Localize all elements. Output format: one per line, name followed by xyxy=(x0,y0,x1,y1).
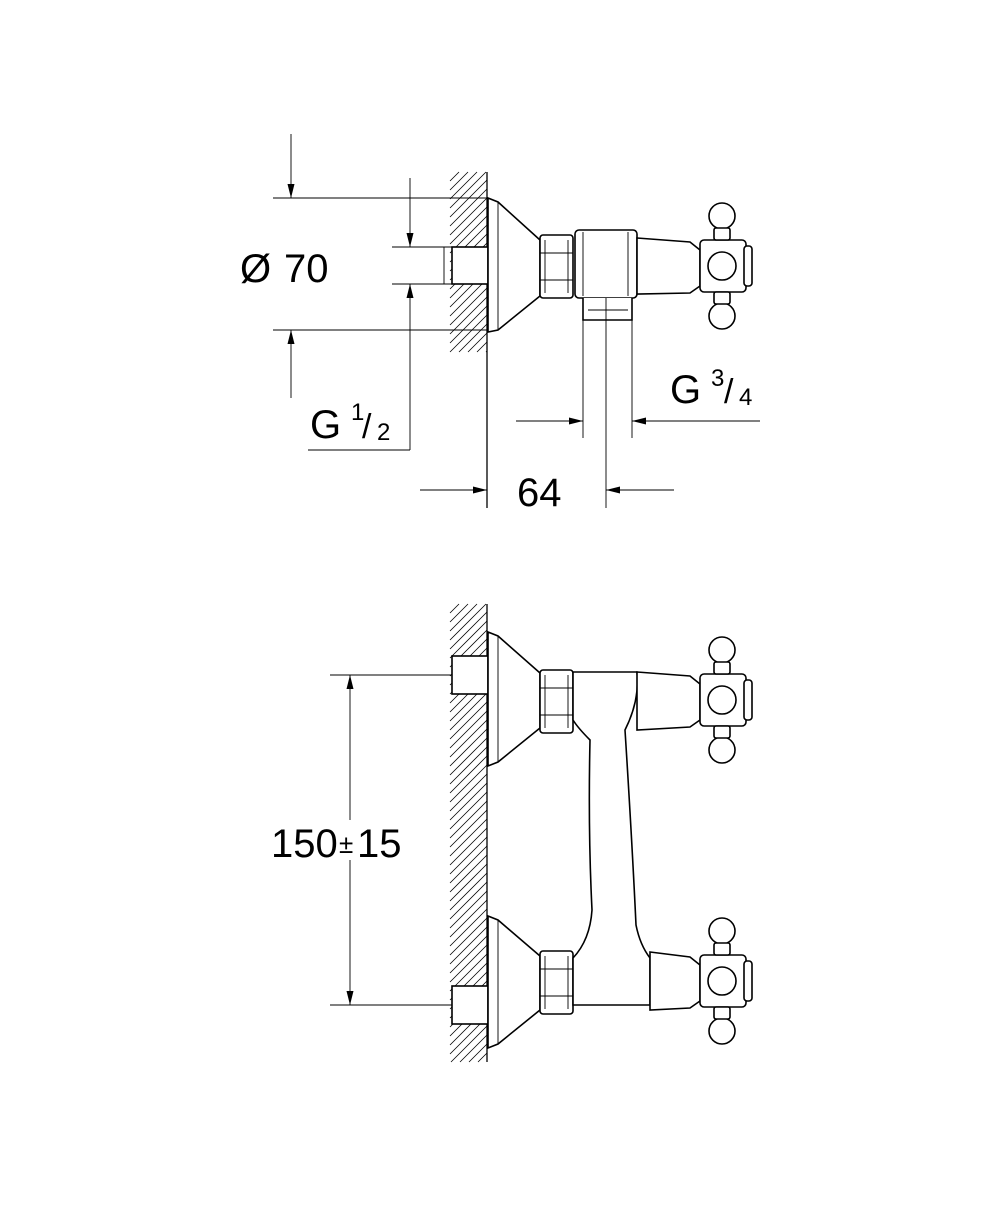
lower-cross-handle xyxy=(699,917,753,1045)
lower-escutcheon xyxy=(487,914,541,1050)
front-view: 150 ± 15 xyxy=(271,603,753,1063)
upper-handle-cone xyxy=(636,671,701,731)
inlet-thread-g: G xyxy=(310,403,341,447)
inlet-thread-dimension xyxy=(308,178,452,451)
upper-cross-handle xyxy=(699,636,753,764)
depth-value: 64 xyxy=(517,471,562,515)
cross-handle-top xyxy=(699,202,753,330)
diameter-value: 70 xyxy=(284,247,329,291)
lower-inlet-pipe xyxy=(451,985,489,1025)
spacing-dimension xyxy=(330,674,452,1006)
outlet-spigot-top xyxy=(582,298,633,321)
outlet-thread-g: G xyxy=(670,368,701,412)
hex-nut-top xyxy=(539,234,574,299)
spacing-tolerance: 15 xyxy=(357,822,402,866)
depth-dimension xyxy=(420,298,674,508)
inlet-thread-slash: / xyxy=(362,408,372,446)
outlet-thread-dimension xyxy=(516,320,760,438)
side-view: Ø 70 G 1 / 2 G 3 / 4 64 xyxy=(240,134,760,515)
mixer-body-front xyxy=(572,671,651,1006)
spacing-value: 150 xyxy=(271,822,338,866)
outlet-thread-denominator: 4 xyxy=(739,384,752,411)
outlet-thread-numerator: 3 xyxy=(711,365,724,392)
inlet-thread-denominator: 2 xyxy=(377,419,390,446)
spacing-plus-minus: ± xyxy=(339,829,353,859)
upper-inlet-pipe xyxy=(451,655,489,695)
diameter-symbol: Ø xyxy=(240,247,271,291)
inlet-pipe-top xyxy=(451,246,489,285)
lower-handle-cone xyxy=(649,951,701,1011)
outlet-thread-slash: / xyxy=(724,373,734,411)
escutcheon-top xyxy=(487,196,541,333)
inlet-thread-numerator: 1 xyxy=(351,399,364,426)
upper-escutcheon xyxy=(487,630,541,768)
diameter-dimension xyxy=(273,134,487,398)
handle-cone-top xyxy=(636,237,701,295)
